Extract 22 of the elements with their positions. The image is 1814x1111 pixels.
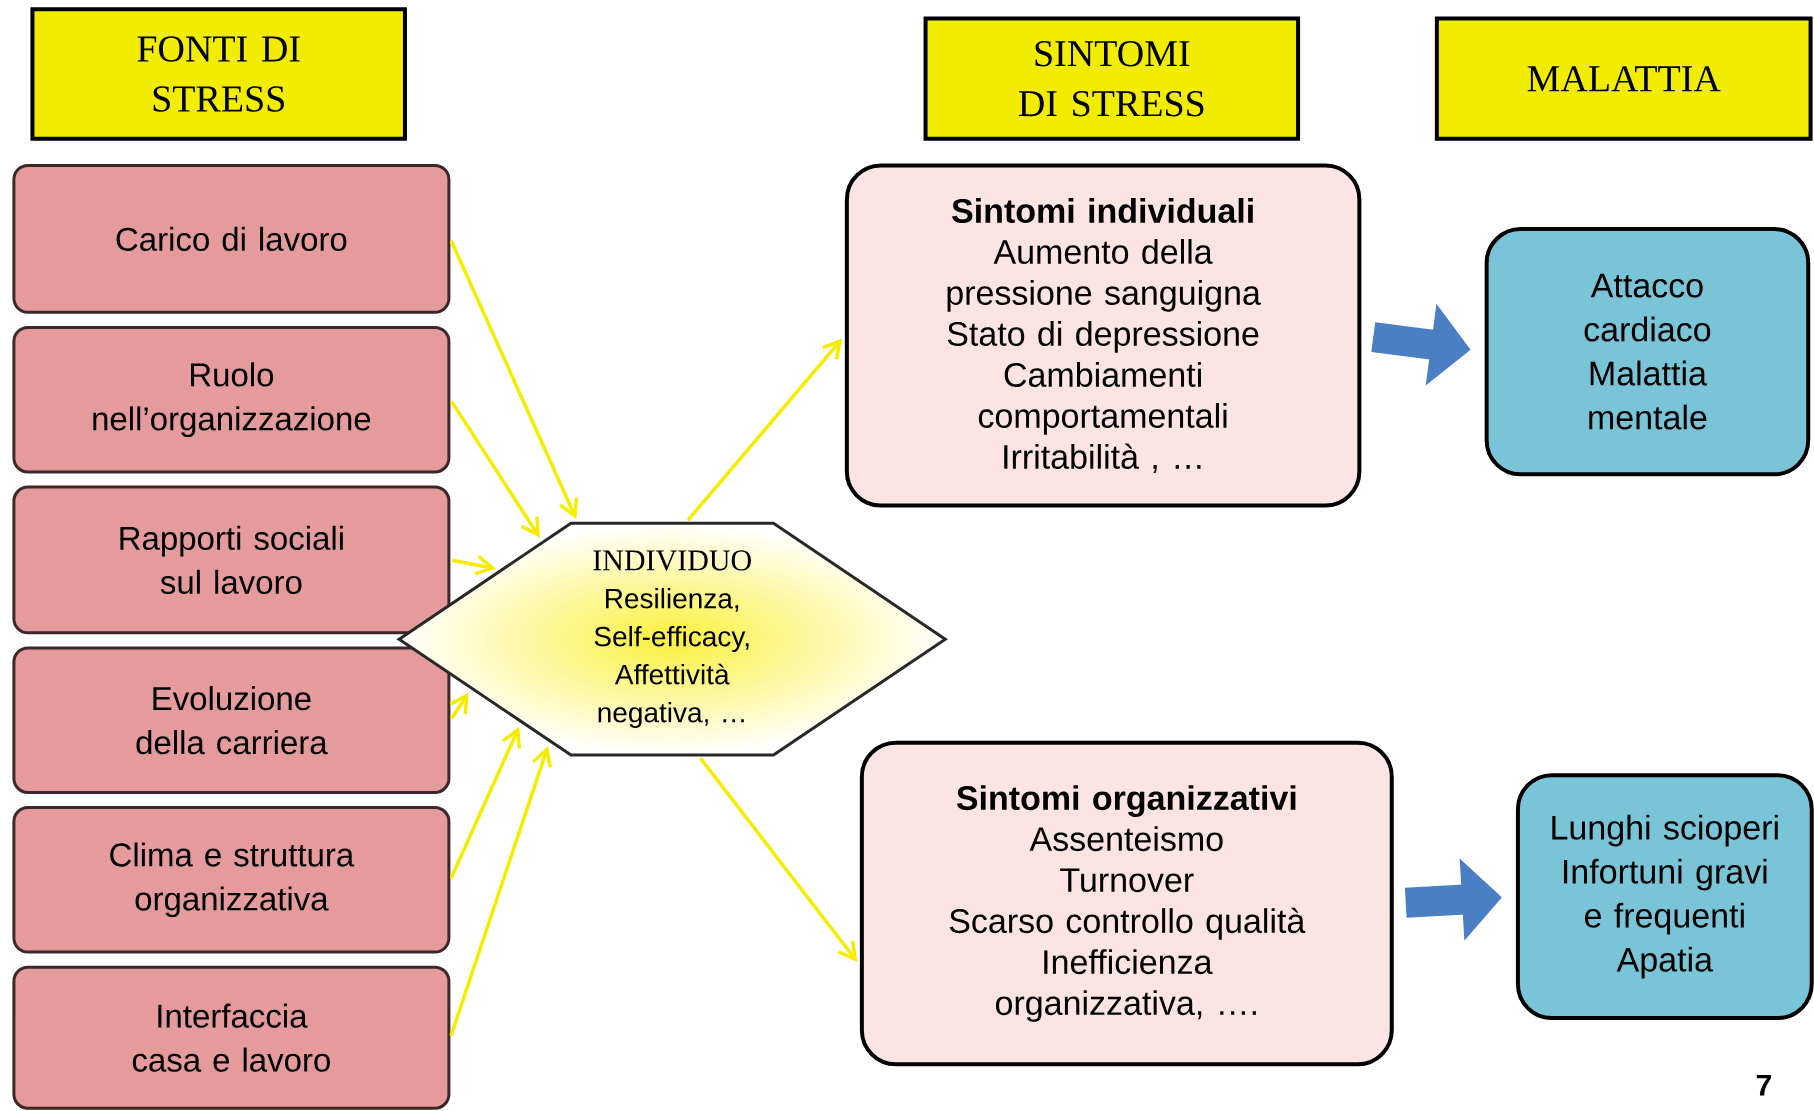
stress-source-box: Rapporti sociali sul lavoro xyxy=(12,485,451,635)
arrow xyxy=(686,338,843,522)
disease-box: Lunghi scioperi Infortuni gravi e frequenti Apatia xyxy=(1515,773,1814,1021)
stress-source-box: Ruolo nell’organizzazione xyxy=(12,325,451,474)
stress-source-box: Evoluzione della carriera xyxy=(12,646,451,794)
symptom-box: Sintomi organizzativi Assenteismo Turnover Scarso controllo qualità Inefficienza organizzativa, …. xyxy=(859,740,1394,1067)
header-box: SINTOMI DI STRESS xyxy=(923,16,1301,141)
arrow xyxy=(452,554,496,576)
page-number: 7 xyxy=(1756,1074,1771,1096)
header-box: MALATTIA xyxy=(1434,16,1813,141)
header-box: FONTI DI STRESS xyxy=(30,7,407,141)
stress-source-box: Carico di lavoro xyxy=(12,163,451,314)
arrow xyxy=(699,757,858,962)
symptom-box: Sintomi individuali Aumento della pressione sanguigna Stato di depressione Cambiamenti comportamentali Irritabilità , … xyxy=(844,163,1362,508)
disease-box: Attacco cardiaco Malattia mentale xyxy=(1484,227,1811,477)
arrow xyxy=(449,240,579,520)
stress-source-box: Clima e struttura organizzativa xyxy=(12,806,451,954)
arrow xyxy=(449,692,469,720)
stress-source-box: Interfaccia casa e lavoro xyxy=(12,965,451,1110)
arrow xyxy=(450,400,540,538)
arrow xyxy=(449,726,522,879)
arrow xyxy=(449,746,553,1037)
